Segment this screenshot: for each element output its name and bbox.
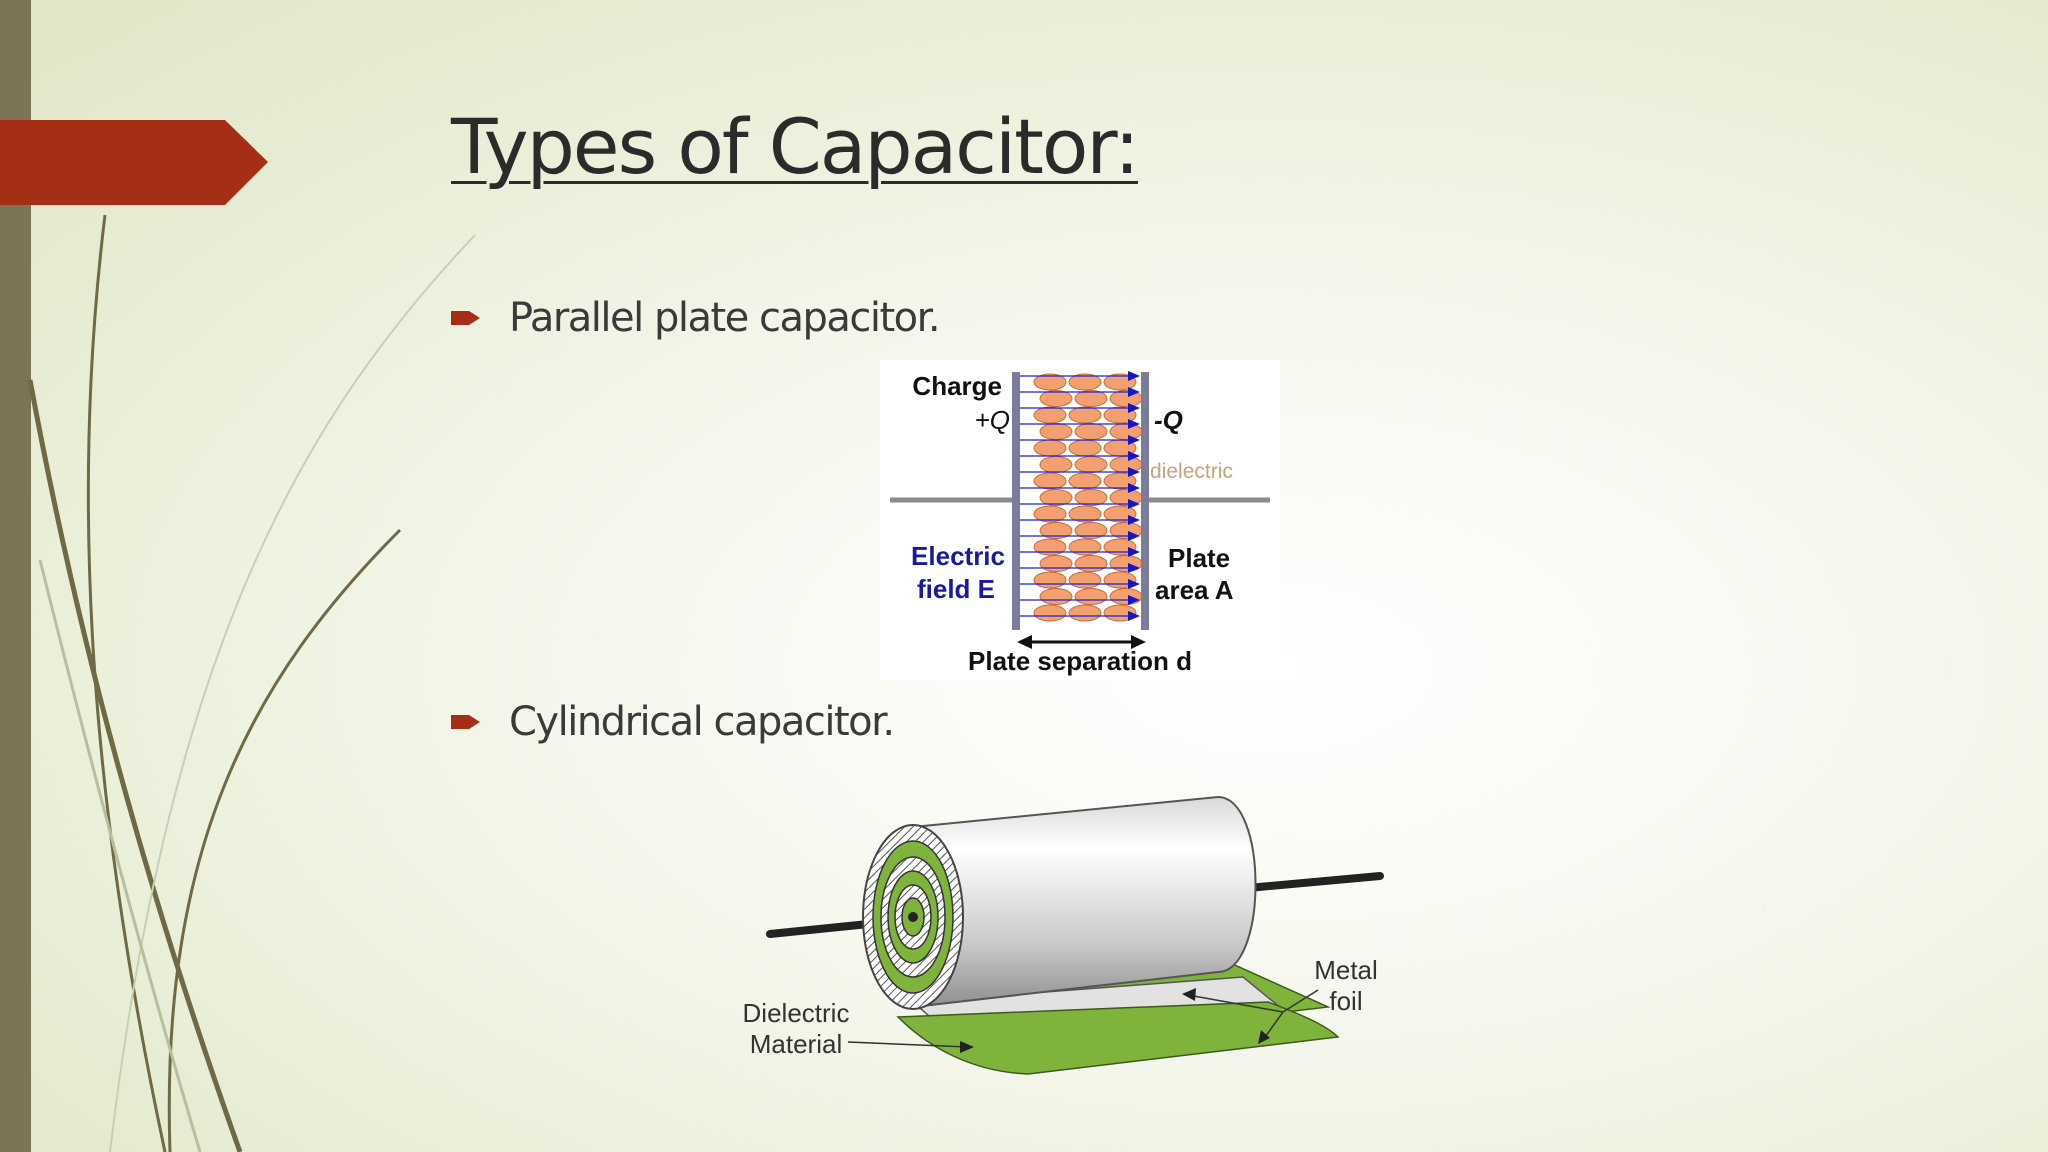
plate-area-label-line2: area A [1155, 575, 1234, 605]
field-arrowhead [1128, 435, 1140, 445]
parallel-plate-capacitor-diagram: Charge +Q -Q dielectric Electric field E… [880, 360, 1280, 680]
electric-field-label-line1: Electric [911, 541, 1005, 571]
dielectric-material-label-line2: Material [750, 1029, 842, 1059]
negative-plate [1141, 372, 1149, 630]
dielectric-molecule [1068, 505, 1102, 523]
title-accent-arrow [0, 120, 268, 205]
dielectric-molecule [1033, 472, 1067, 490]
dielectric-molecule [1068, 406, 1102, 424]
dielectric-molecule [1039, 522, 1073, 539]
arrow-bullet-icon [451, 311, 480, 325]
positive-plate [1012, 372, 1020, 630]
dielectric-molecule [1033, 538, 1067, 556]
dielectric-molecule [1109, 423, 1143, 440]
electric-field-label-line2: field E [917, 574, 995, 604]
field-arrowhead [1128, 403, 1140, 413]
dielectric-molecule [1068, 538, 1102, 556]
right-lead-wire [1244, 872, 1384, 892]
dielectric-molecule [1068, 373, 1102, 391]
separation-arrow-left [1017, 635, 1032, 649]
field-arrowhead [1128, 547, 1140, 557]
field-arrowhead [1128, 387, 1140, 397]
field-arrowhead [1128, 499, 1140, 509]
dielectric-molecule [1074, 423, 1108, 440]
dielectric-molecule [1068, 439, 1102, 457]
field-arrowhead [1128, 467, 1140, 477]
electric-field-lines [1020, 371, 1140, 621]
metal-foil-label-line2: foil [1329, 986, 1362, 1016]
field-arrowhead [1128, 563, 1140, 573]
dielectric-molecule [1109, 588, 1143, 605]
dielectric-molecule [1074, 489, 1108, 506]
dielectric-label: dielectric [1150, 460, 1233, 483]
plate-area-label-line1: Plate [1168, 543, 1230, 573]
bullet-cylindrical: Cylindrical capacitor. [451, 697, 895, 747]
dielectric-molecule [1033, 439, 1067, 457]
dielectric-molecule [1074, 522, 1108, 539]
dielectric-molecule [1039, 390, 1073, 407]
dielectric-molecule [1068, 571, 1102, 589]
negative-charge-label: -Q [1154, 405, 1183, 435]
dielectric-molecule [1039, 489, 1073, 506]
dielectric-molecule [1068, 472, 1102, 490]
dielectric-material-label-line1: Dielectric [743, 998, 850, 1028]
field-arrowhead [1128, 419, 1140, 429]
dielectric-molecule [1074, 456, 1108, 473]
field-arrowhead [1128, 371, 1140, 381]
dielectric-molecule [1074, 588, 1108, 605]
dielectric-molecule [1039, 423, 1073, 440]
field-arrowhead [1128, 451, 1140, 461]
dielectric-molecule [1033, 571, 1067, 589]
metal-foil-layer-front [896, 1001, 1340, 1075]
dielectric-molecule [1039, 588, 1073, 605]
cylindrical-capacitor-diagram: Dielectric Material Metal foil [743, 795, 1384, 1075]
dielectric-molecule [1068, 604, 1102, 622]
dielectric-molecule [1074, 390, 1108, 407]
decorative-swoosh-lines [27, 214, 476, 1152]
positive-charge-label: +Q [975, 405, 1010, 435]
dielectric-molecule [1109, 456, 1143, 473]
field-arrowhead [1128, 483, 1140, 493]
bullet-text: Cylindrical capacitor. [509, 699, 895, 745]
field-arrowhead [1128, 579, 1140, 589]
field-arrowhead [1128, 531, 1140, 541]
bullet-parallel-plate: Parallel plate capacitor. [451, 293, 941, 343]
charge-label: Charge [912, 371, 1002, 401]
dielectric-molecule [1033, 406, 1067, 424]
dielectric-molecule [1033, 505, 1067, 523]
dielectric-molecule [1039, 456, 1073, 473]
dielectric-molecule [1039, 555, 1073, 572]
field-arrowhead [1128, 515, 1140, 525]
arrow-bullet-icon [451, 715, 480, 729]
bullet-text: Parallel plate capacitor. [509, 295, 941, 341]
cylinder-body [912, 795, 1257, 1009]
field-arrowhead [1128, 611, 1140, 621]
metal-foil-label-line1: Metal [1314, 955, 1378, 985]
separation-arrow-right [1131, 635, 1146, 649]
slide-title: Types of Capacitor: [451, 102, 1140, 191]
plate-separation-label: Plate separation d [968, 646, 1192, 676]
field-arrowhead [1128, 595, 1140, 605]
dielectric-molecule [1033, 604, 1067, 622]
dielectric-molecule [1033, 373, 1067, 391]
dielectric-molecule [1074, 555, 1108, 572]
